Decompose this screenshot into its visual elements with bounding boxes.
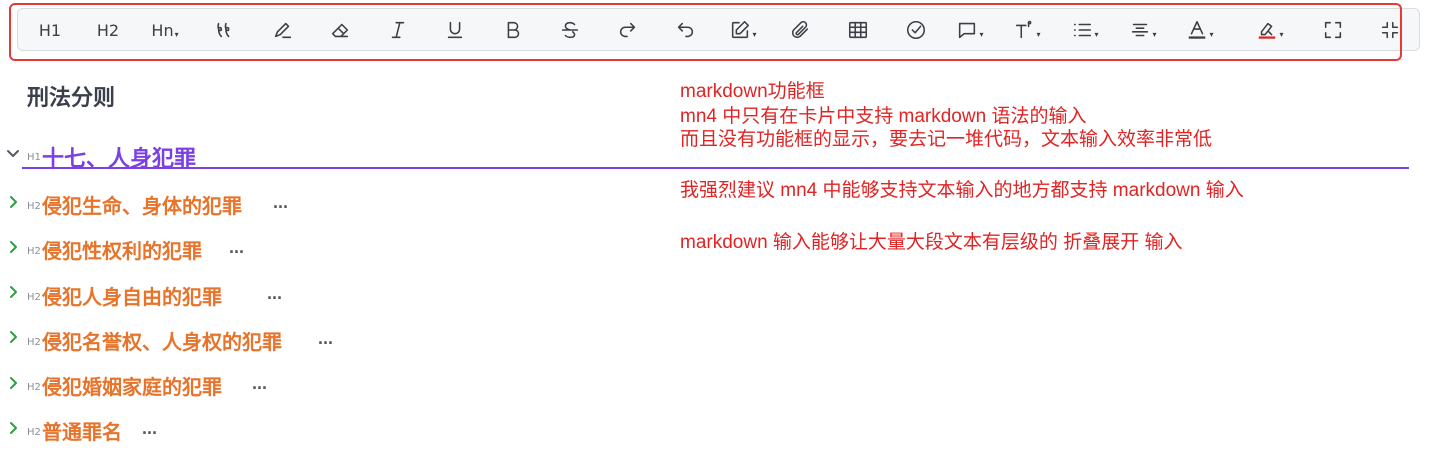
markdown-toolbar: H1 H2 Hn▾ ▾ ▾ ▾ [17, 8, 1420, 51]
chevron-down-icon: ▾ [1094, 29, 1099, 39]
heading-level-label: H2 [27, 201, 41, 212]
paperclip-icon [791, 20, 809, 39]
chevron-down-icon: ▾ [1209, 29, 1214, 39]
annotation-note: markdown功能框 [680, 81, 825, 102]
collapsed-more-indicator[interactable]: ... [318, 328, 334, 348]
comment-button[interactable]: ▾ [948, 13, 992, 47]
heading-level-label: H2 [27, 337, 41, 348]
h2-heading: 侵犯性权利的犯罪 [42, 241, 202, 263]
chevron-down-icon: ▾ [979, 29, 984, 39]
heading2-button[interactable]: H2 [86, 13, 130, 47]
fullscreen-icon [1324, 21, 1342, 39]
italic-button[interactable] [376, 13, 420, 47]
chevron-right-icon[interactable] [6, 330, 20, 344]
task-button[interactable] [894, 13, 938, 47]
chevron-down-icon: ▾ [1152, 29, 1157, 39]
collapsed-more-indicator[interactable]: ... [229, 237, 245, 257]
strikethrough-button[interactable] [548, 13, 592, 47]
annotation-note: 我强烈建议 mn4 中能够支持文本输入的地方都支持 markdown 输入 [680, 180, 1244, 201]
italic-icon [391, 21, 405, 39]
h2-heading: 侵犯生命、身体的犯罪 [42, 196, 242, 218]
chevron-down-icon: ▾ [174, 29, 179, 39]
quote-button[interactable] [203, 13, 247, 47]
check-circle-icon [906, 20, 926, 40]
edit-button[interactable]: ▾ [721, 13, 765, 47]
page-title: 刑法分则 [27, 85, 116, 110]
undo-icon [677, 22, 694, 38]
heading-level-label: H2 [27, 246, 41, 257]
eraser-icon [331, 23, 349, 38]
font-color-button[interactable]: ▾ [1178, 13, 1222, 47]
chevron-right-icon[interactable] [6, 195, 20, 209]
annotation-note: 而且没有功能框的显示，要去记一堆代码，文本输入效率非常低 [680, 129, 1213, 150]
redo-icon [619, 22, 636, 38]
list-button[interactable]: ▾ [1063, 13, 1107, 47]
heading-level-label: H2 [27, 382, 41, 393]
highlight-color-button[interactable]: ▾ [1248, 13, 1292, 47]
chevron-down-icon: ▾ [1279, 29, 1284, 39]
highlighter-icon [274, 22, 292, 39]
attachment-button[interactable] [778, 13, 822, 47]
collapsed-more-indicator[interactable]: ... [273, 192, 289, 212]
table-icon [848, 21, 868, 39]
heading1-label: H1 [38, 20, 62, 40]
text-format-icon [1016, 20, 1032, 39]
exit-fullscreen-button[interactable] [1368, 13, 1412, 47]
heading-level-label: H2 [27, 292, 41, 303]
heading-level-label: H1 [27, 152, 41, 163]
align-icon [1132, 23, 1149, 37]
annotation-note: markdown 输入能够让大量大段文本有层级的 折叠展开 输入 [680, 232, 1183, 253]
exit-fullscreen-icon [1381, 21, 1399, 39]
heading-n-label: Hn [151, 20, 174, 40]
edit-icon [732, 20, 750, 39]
h2-heading: 侵犯名誉权、人身权的犯罪 [42, 332, 282, 354]
strikethrough-icon [561, 21, 579, 39]
quote-icon [217, 22, 230, 38]
collapsed-more-indicator[interactable]: ... [142, 418, 158, 438]
chevron-right-icon[interactable] [6, 421, 20, 435]
chevron-down-icon: ▾ [1036, 29, 1041, 39]
comment-icon [959, 22, 976, 39]
underline-button[interactable] [433, 13, 477, 47]
highlighter-button[interactable] [261, 13, 305, 47]
chevron-down-icon: ▾ [752, 29, 757, 39]
h1-underline [22, 167, 1409, 169]
heading-n-button[interactable]: Hn▾ [143, 13, 187, 47]
undo-button[interactable] [663, 13, 707, 47]
list-icon [1074, 23, 1092, 37]
bold-button[interactable] [491, 13, 535, 47]
underline-icon [447, 21, 463, 39]
toolbar-highlight-frame [9, 3, 1402, 61]
align-button[interactable]: ▾ [1121, 13, 1165, 47]
highlight-color-icon [1259, 22, 1276, 39]
redo-button[interactable] [606, 13, 650, 47]
table-button[interactable] [836, 13, 880, 47]
collapsed-more-indicator[interactable]: ... [267, 283, 283, 303]
heading-level-label: H2 [27, 427, 41, 438]
chevron-down-icon[interactable] [6, 147, 20, 161]
heading1-button[interactable]: H1 [28, 13, 72, 47]
font-color-icon [1189, 20, 1206, 39]
text-format-button[interactable]: ▾ [1005, 13, 1049, 47]
bold-icon [507, 21, 520, 39]
h1-heading: 十七、人身犯罪 [42, 146, 197, 171]
annotation-note: mn4 中只有在卡片中支持 markdown 语法的输入 [680, 106, 1087, 127]
h2-heading: 普通罪名 [42, 422, 122, 444]
eraser-button[interactable] [318, 13, 362, 47]
heading2-label: H2 [96, 20, 120, 40]
chevron-right-icon[interactable] [6, 285, 20, 299]
fullscreen-button[interactable] [1311, 13, 1355, 47]
collapsed-more-indicator[interactable]: ... [252, 373, 268, 393]
chevron-right-icon[interactable] [6, 240, 20, 254]
h2-heading: 侵犯人身自由的犯罪 [42, 287, 222, 309]
chevron-right-icon[interactable] [6, 376, 20, 390]
h2-heading: 侵犯婚姻家庭的犯罪 [42, 377, 222, 399]
